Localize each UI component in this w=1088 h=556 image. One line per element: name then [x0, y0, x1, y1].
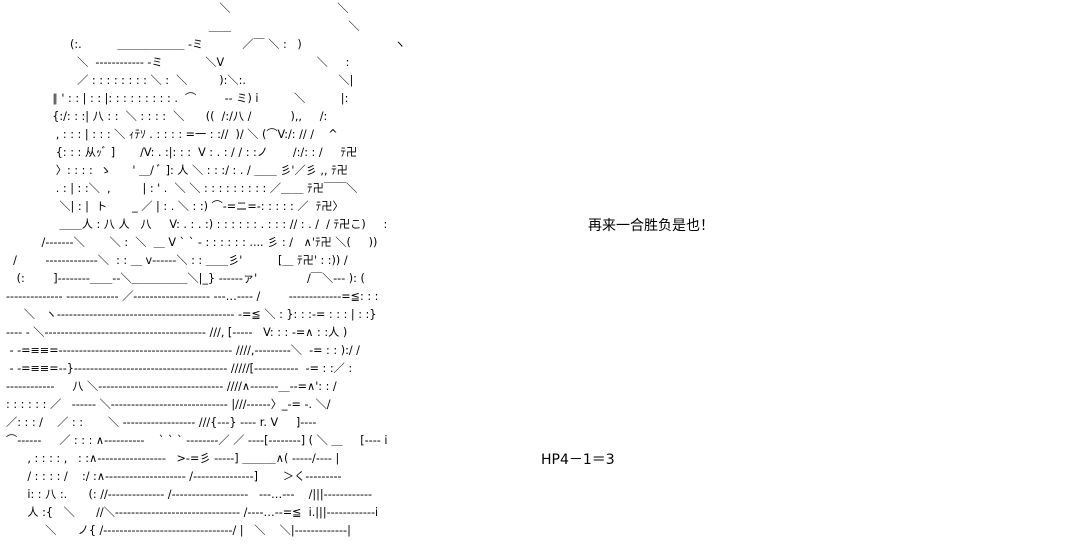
- ascii-art-line: ‐ ‐=≡≡=‐‐}‐‐‐‐‐‐‐‐‐‐‐‐‐‐‐‐‐‐‐‐‐‐‐‐‐‐‐‐‐‐…: [6, 362, 353, 375]
- ascii-art-line: ∥ ' : : | : : |: : : : : : : : : . ⌒ ‐‐ …: [6, 92, 349, 105]
- ascii-art-line: ‐‐‐‐‐‐‐‐‐‐‐‐‐‐ -‐‐‐‐‐‐‐‐‐‐‐‐ ／‐‐‐‐‐‐‐‐‐‐…: [6, 290, 379, 303]
- ascii-art-line: ‐‐‐‐ ‐ ＼‐‐‐‐‐‐‐‐‐‐‐‐‐‐‐‐‐‐‐‐‐‐‐‐‐‐‐‐‐‐‐‐…: [6, 326, 348, 339]
- ascii-art-line: {: : : 从ｯﾞ ] /V: . :|: : : V : . : / / :…: [6, 146, 358, 159]
- ascii-art-line: / ‐‐‐‐‐‐‐‐‐‐‐‐‐＼ : : ＿ v‐‐‐‐‐‐＼ : : ＿＿彡'…: [6, 254, 348, 267]
- ascii-art-line: (:. ＿＿＿＿＿＿ ‐ミ ／￣ ＼ : ) ヽ: [6, 38, 406, 51]
- ascii-art-line: ＿＿人 : 八 人 八 V: . : . :) : : : : : : . : …: [6, 218, 388, 231]
- ascii-art-line: ⌒‐‐‐‐‐‐ ／ : : : ∧‐‐‐‐‐‐‐‐‐‐ ` ` ` ‐‐‐‐‐‐…: [6, 434, 388, 447]
- ascii-art-line: {:/: : :| 八 : : ＼ : : : : ＼ (( /:/八 / ),…: [6, 110, 328, 123]
- ascii-art-line: ＼ ヽ‐‐‐‐‐‐‐‐‐‐‐‐‐‐‐‐‐‐‐‐‐‐‐‐‐‐‐‐‐‐‐‐‐‐‐‐‐…: [6, 308, 377, 321]
- ascii-art-line: ／: : : / ／ : : ＼ ‐‐‐‐‐‐‐‐‐‐‐‐‐‐‐‐‐‐ ///{…: [6, 416, 317, 429]
- dialogue-text: 再来一合胜负是也！: [588, 218, 714, 234]
- ascii-art-line: (: ]‐‐‐‐‐‐‐‐＿＿‐‐＼＿＿＿＿＿＼|_} ‐‐‐‐‐‐ァ' /￣＼‐…: [6, 272, 365, 285]
- ascii-art-line: ＼| : | ト _ ／ | : . ＼ : :) ⌒‐=ニ=‐: : : : …: [6, 200, 344, 213]
- ascii-art-line: 〉: : : : ゝ ' ＿/ ﾞ ]: 人 ＼ : : :/ : . / ＿＿…: [6, 164, 348, 177]
- ascii-art-line: , : : : | : : : ＼ ｨﾃｿ . : : : : =一 : ://…: [6, 128, 338, 141]
- ascii-art-line: , : : : : , : :∧‐‐‐‐‐‐‐‐‐‐‐‐‐‐‐‐‐ >‐=彡 ‐…: [6, 452, 340, 465]
- ascii-art-line: ‐ ‐=≡≡=‐‐‐‐‐‐‐‐‐‐‐‐‐‐‐‐‐‐‐‐‐‐‐‐‐‐‐‐‐‐‐‐‐…: [6, 344, 360, 357]
- ascii-art-line: : : : : : : ／ ‐‐‐‐‐‐ ＼‐‐‐‐‐‐‐‐‐‐‐‐‐‐‐‐‐‐…: [6, 398, 331, 411]
- ascii-art-line: . : | : :＼ , | : ' . ＼ ＼ : : : : : : : :…: [6, 182, 358, 195]
- ascii-art-line: ／ : : : : : : : : ＼ : ＼ ):＼:. ＼|: [6, 74, 354, 87]
- ascii-art-line: /‐‐‐‐‐‐‐＼ ＼ : ＼ ＿ V ` ` ‐ : : : : : : ..…: [6, 236, 378, 249]
- hp-counter: HP4－1＝3: [541, 452, 615, 468]
- ascii-art-line: ＼ ノ{ /‐‐‐‐‐‐‐‐‐‐‐‐‐‐‐‐‐‐‐‐‐‐‐‐‐‐‐‐‐‐‐‐/ …: [6, 524, 351, 537]
- ascii-art: ＼ ＼ ＿＿ ＼ (:. ＿＿＿＿＿＿ ‐ミ ／￣ ＼ : ): [6, 0, 506, 556]
- ascii-art-line: / : : : : / :/ :∧‐‐‐‐‐‐‐‐‐‐‐‐‐‐‐‐‐‐‐‐ /‐…: [6, 470, 342, 483]
- ascii-art-line: ‐‐‐‐‐‐‐‐‐‐‐‐ 八 ＼‐‐‐‐‐‐‐‐‐‐‐‐‐‐‐‐‐‐‐‐‐‐‐‐…: [6, 380, 337, 393]
- ascii-art-line: ＼ ＼: [6, 2, 349, 15]
- ascii-art-line: 人 :{ ＼ //＼‐‐‐‐‐‐‐‐‐‐‐‐‐‐‐‐‐‐‐‐‐‐‐‐‐‐‐‐‐‐…: [6, 506, 379, 519]
- ascii-art-line: i: : 八 :. (: //‐‐‐‐‐‐‐‐‐‐‐‐‐‐ /‐‐‐‐‐‐‐‐‐…: [6, 488, 373, 501]
- ascii-art-line: ＿＿ ＼: [6, 20, 360, 33]
- ascii-art-line: ＼ -‐‐‐‐‐‐‐‐‐‐‐ -ミ ＼V ＼ :: [6, 56, 350, 69]
